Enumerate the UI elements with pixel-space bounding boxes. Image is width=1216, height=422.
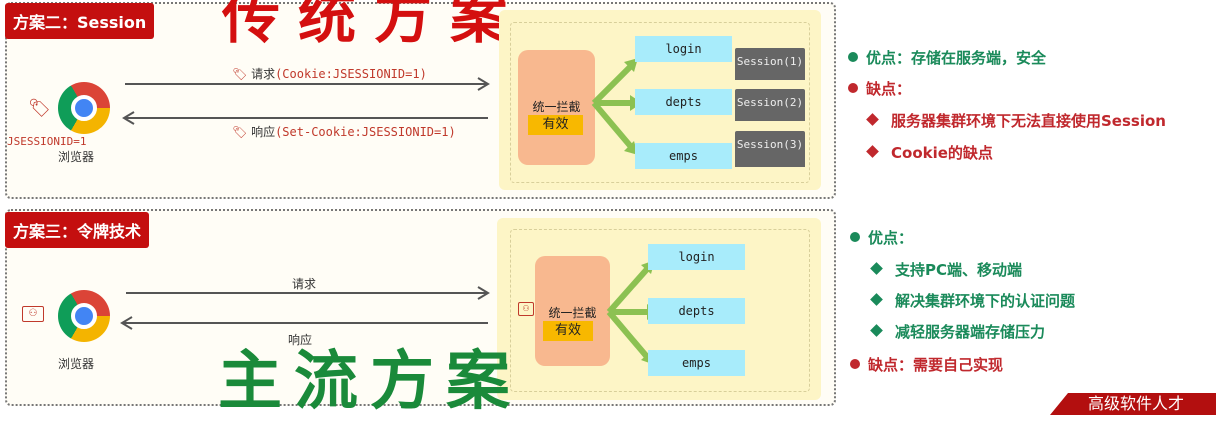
- bullet-icon: [848, 52, 858, 62]
- session-plan-title: 方案二：Session: [5, 3, 155, 39]
- tag-icon: 🏷: [232, 125, 248, 139]
- session-cons-text: 缺点：: [866, 80, 912, 98]
- diamond-icon: [870, 262, 883, 275]
- server-inner-border: [510, 229, 810, 392]
- request-response-arrows: [120, 286, 490, 330]
- gateway-block: 统一拦截 有效: [535, 256, 610, 366]
- session-pros-text: 优点：存储在服务端，安全: [866, 49, 1047, 67]
- endpoint-depts: depts: [635, 89, 732, 115]
- gateway-status: 有效: [543, 321, 593, 341]
- bullet-icon: [848, 83, 858, 93]
- request-label: 请求: [292, 277, 317, 291]
- gateway-label: 统一拦截: [548, 306, 597, 320]
- bullet-icon: [850, 359, 860, 369]
- session-store-1: Session(1): [735, 48, 805, 80]
- session-pros: 优点：存储在服务端，安全: [848, 47, 1046, 68]
- tag-icon: 🏷: [232, 67, 248, 81]
- browser-label: 浏览器: [58, 150, 95, 164]
- cookie-label: JSESSIONID=1: [7, 135, 87, 148]
- tag-icon: 🏷: [28, 98, 51, 119]
- endpoint-depts: depts: [648, 298, 745, 324]
- request-prefix: 请求: [251, 67, 276, 81]
- token-pros: 优点：: [850, 227, 913, 248]
- session-con-text: Cookie的缺点: [891, 144, 993, 162]
- handwritten-mainstream-annotation: 主流方案: [218, 344, 522, 419]
- session-con-item: Cookie的缺点: [866, 142, 993, 163]
- gateway-status: 有效: [528, 115, 583, 135]
- session-store-2: Session(2): [735, 89, 805, 121]
- token-pro-text: 解决集群环境下的认证问题: [895, 292, 1076, 310]
- response-message: 🏷 响应(Set-Cookie:JSESSIONID=1): [232, 123, 456, 140]
- token-pro-item: 支持PC端、移动端: [870, 259, 1023, 280]
- diamond-icon: [866, 113, 879, 126]
- server-inner-border: [510, 22, 810, 183]
- session-con-text: 服务器集群环境下无法直接使用Session: [891, 112, 1166, 130]
- diamond-icon: [866, 145, 879, 158]
- chrome-browser-icon: [58, 290, 110, 342]
- session-cons: 缺点：: [848, 78, 911, 99]
- response-detail: (Set-Cookie:JSESSIONID=1): [275, 125, 456, 139]
- id-card-icon: ⚇: [22, 306, 44, 322]
- diamond-icon: [870, 293, 883, 306]
- footer-banner: 高级软件人才: [1050, 393, 1216, 415]
- token-pro-item: 减轻服务器端存储压力: [870, 321, 1046, 342]
- endpoint-emps: emps: [648, 350, 745, 376]
- id-card-icon: ⚇: [518, 302, 534, 316]
- bullet-icon: [850, 232, 860, 242]
- session-store-3: Session(3): [735, 131, 805, 167]
- response-prefix: 响应: [251, 125, 276, 139]
- token-pro-text: 减轻服务器端存储压力: [895, 323, 1046, 341]
- endpoint-emps: emps: [635, 143, 732, 169]
- token-cons: 缺点：需要自己实现: [850, 354, 1003, 375]
- request-arrow: [122, 77, 490, 125]
- diamond-icon: [870, 324, 883, 337]
- gateway-block: 统一拦截 有效: [518, 50, 595, 165]
- request-detail: (Cookie:JSESSIONID=1): [275, 67, 427, 81]
- token-plan-title: 方案三：令牌技术: [5, 212, 150, 248]
- request-message: 🏷 请求(Cookie:JSESSIONID=1): [232, 65, 427, 82]
- token-pro-item: 解决集群环境下的认证问题: [870, 290, 1076, 311]
- handwritten-traditional-annotation: 传统方案: [222, 0, 527, 51]
- chrome-browser-icon: [58, 82, 110, 134]
- gateway-label: 统一拦截: [532, 100, 581, 114]
- endpoint-login: login: [635, 36, 732, 62]
- token-cons-text: 缺点：需要自己实现: [868, 356, 1004, 374]
- browser-label: 浏览器: [58, 357, 95, 371]
- response-label: 响应: [288, 333, 313, 347]
- session-con-item: 服务器集群环境下无法直接使用Session: [866, 110, 1166, 131]
- endpoint-login: login: [648, 244, 745, 270]
- token-pros-text: 优点：: [868, 229, 914, 247]
- token-pro-text: 支持PC端、移动端: [895, 261, 1023, 279]
